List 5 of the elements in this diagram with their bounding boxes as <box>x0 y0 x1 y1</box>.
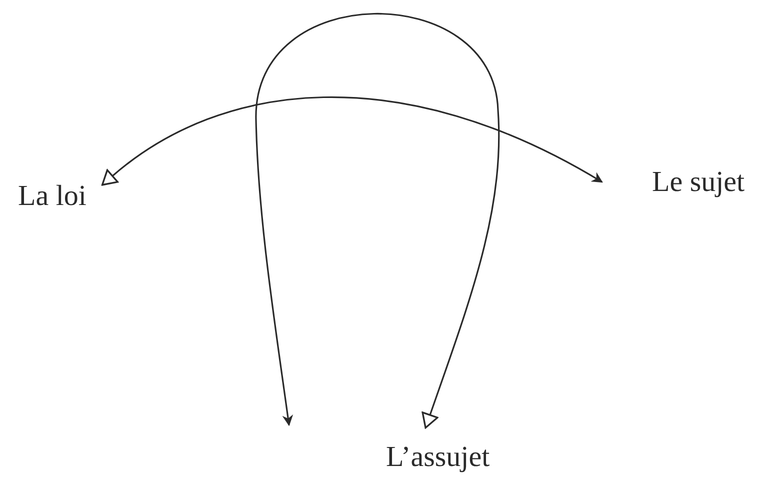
node-label: L’assujet <box>386 443 490 472</box>
node-label: La loi <box>18 182 86 211</box>
curved-arrow <box>255 13 500 429</box>
node-label: Le sujet <box>652 168 745 197</box>
curved-arrow <box>100 96 603 186</box>
